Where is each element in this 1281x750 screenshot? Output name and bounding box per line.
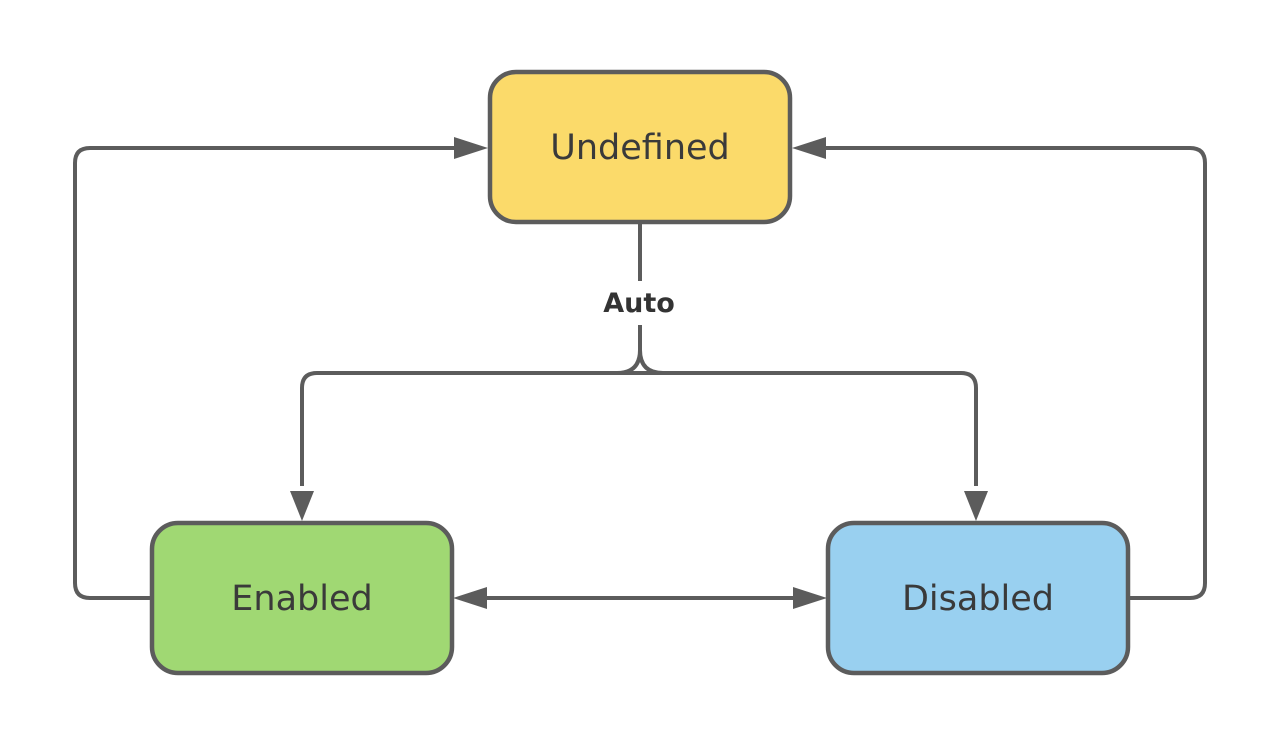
auto-junction-fillet-right	[638, 349, 664, 375]
undefined-state-label: Undefined	[550, 128, 730, 168]
edge-disabled-to-undefined-line	[824, 146, 1207, 600]
node-enabled: Enabled	[149, 520, 455, 676]
arrowhead-right-icon	[793, 587, 827, 609]
enabled-state-label: Enabled	[231, 579, 372, 619]
auto-label-background	[602, 281, 678, 325]
auto-junction-fillet-left	[616, 349, 642, 375]
arrowhead-left-icon	[453, 587, 487, 609]
node-disabled: Disabled	[825, 520, 1131, 676]
disabled-state-label: Disabled	[902, 579, 1054, 619]
disabled-state-box	[825, 520, 1131, 676]
arrowhead-down-icon	[964, 491, 988, 521]
node-undefined: Undefined	[487, 69, 793, 225]
arrowhead-left-icon	[792, 137, 826, 159]
enabled-state-box	[149, 520, 455, 676]
arrowhead-right-icon	[454, 137, 488, 159]
edge-disabled-to-undefined	[792, 137, 1207, 600]
edge-enabled-to-undefined	[73, 137, 488, 600]
edge-enabled-to-undefined-line	[73, 146, 456, 600]
undefined-state-box	[487, 69, 793, 225]
auto-edge-label: Auto	[603, 288, 675, 319]
auto-branch-line	[300, 371, 978, 486]
edge-enabled-disabled-bidirectional	[453, 587, 827, 609]
edge-undefined-auto-split: Auto	[290, 222, 988, 521]
arrowhead-down-icon	[290, 491, 314, 521]
